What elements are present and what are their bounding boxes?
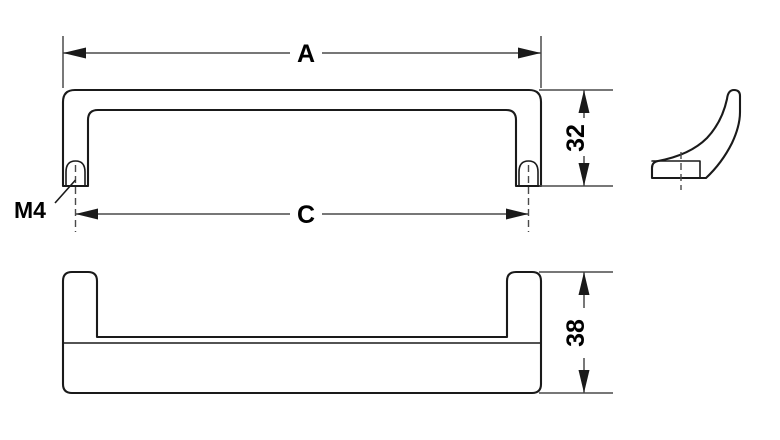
dim-a-arrow-left xyxy=(63,47,86,59)
side-profile-foot-line xyxy=(651,160,701,179)
dim-c-label: C xyxy=(297,201,315,229)
handle-front-outline xyxy=(61,88,543,188)
dim-32-arrow-bottom xyxy=(578,163,590,186)
side-profile-outline xyxy=(650,88,742,180)
plan-view: 38 xyxy=(61,270,613,395)
dim-38-arrow-top xyxy=(578,272,590,295)
dim-38-arrow-bottom xyxy=(578,370,590,393)
dim-c-arrow-left xyxy=(75,208,98,220)
dim-a-label: A xyxy=(297,40,315,68)
handle-plan-outline xyxy=(61,270,543,395)
dim-32-arrow-top xyxy=(578,90,590,113)
m4-label: M4 xyxy=(14,197,46,223)
dim-32-label: 32 xyxy=(562,124,590,152)
dim-38-label: 38 xyxy=(562,319,590,347)
dim-a-arrow-right xyxy=(518,47,541,59)
front-view: A C 32 M4 xyxy=(14,36,613,232)
side-profile-view xyxy=(650,88,742,190)
m4-leader-line xyxy=(54,179,77,204)
m4-boss-right xyxy=(518,160,539,187)
dim-c-arrow-right xyxy=(506,208,529,220)
m4-boss-left xyxy=(65,160,86,187)
